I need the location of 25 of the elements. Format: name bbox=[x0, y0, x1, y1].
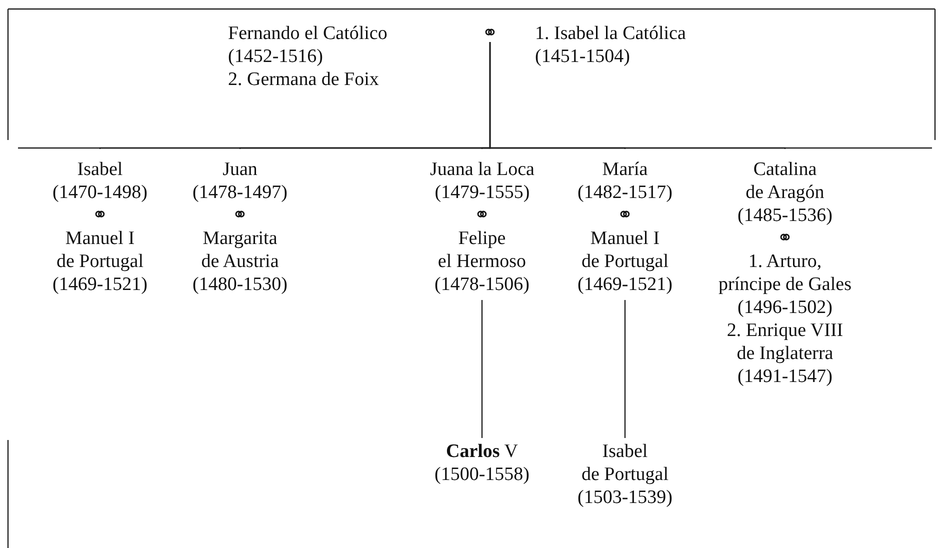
person-name: Isabel de Portugal (1503-1539) bbox=[578, 440, 672, 509]
person-name: 1. Isabel la Católica (1451-1504) bbox=[535, 22, 686, 68]
person-name: 1. Arturo, príncipe de Gales (1496-1502) bbox=[718, 250, 852, 319]
person-name: Isabel (1470-1498) bbox=[52, 158, 148, 204]
person-name: Juana la Loca (1479-1555) bbox=[430, 158, 534, 204]
descent-line bbox=[624, 300, 626, 438]
marriage-symbol: ⚭ bbox=[474, 204, 490, 227]
descent-line bbox=[481, 300, 483, 438]
person-name: 2. Enrique VIII de Inglaterra (1491-1547) bbox=[726, 319, 844, 388]
marriage-symbol: ⚭ bbox=[92, 204, 108, 227]
marriage-symbol: ⚭ bbox=[777, 227, 793, 250]
person-name: Fernando el Católico (1452-1516) bbox=[228, 22, 388, 68]
person-name: Carlos V (1500-1558) bbox=[434, 440, 530, 486]
person-name: Manuel I de Portugal (1469-1521) bbox=[578, 227, 672, 296]
person-name: María (1482-1517) bbox=[578, 158, 672, 204]
marriage-symbol: ⚭ bbox=[617, 204, 633, 227]
person-name: Catalina de Aragón (1485-1536) bbox=[738, 158, 832, 227]
person-name: Felipe el Hermoso (1478-1506) bbox=[434, 227, 530, 296]
person-name: Juan (1478-1497) bbox=[192, 158, 288, 204]
person-name: 2. Germana de Foix bbox=[228, 68, 379, 91]
person-name: Manuel I de Portugal (1469-1521) bbox=[52, 227, 148, 296]
marriage-symbol: ⚭ bbox=[482, 22, 498, 45]
person-name: Margarita de Austria (1480-1530) bbox=[192, 227, 288, 296]
descent-line bbox=[489, 42, 786, 150]
marriage-symbol: ⚭ bbox=[232, 204, 248, 227]
